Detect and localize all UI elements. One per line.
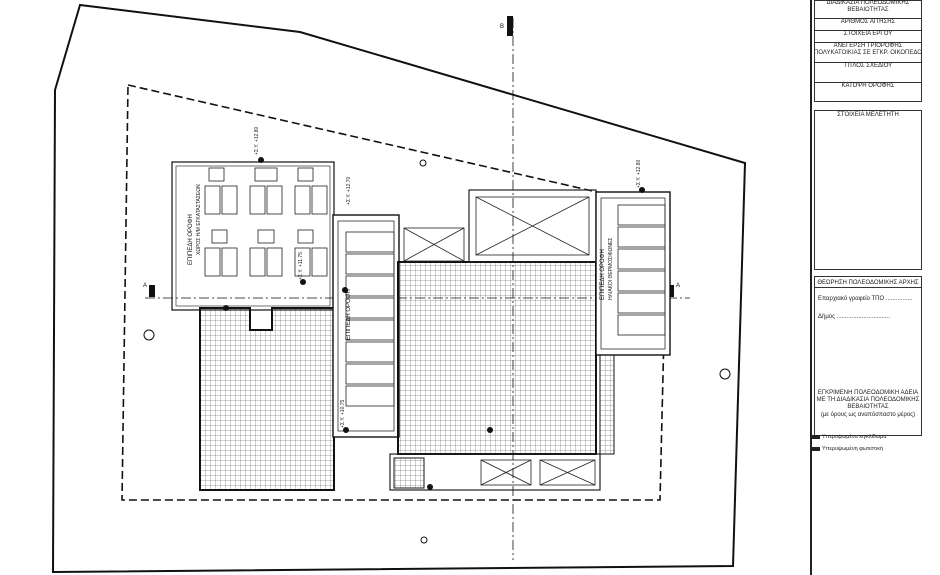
roof-right-sublabel: ΗΛΙΑΚΟΙ ΘΕΡΜΟΣΙΦΩΝΕΣ bbox=[608, 238, 614, 300]
roof-block-right bbox=[595, 191, 671, 356]
solar-heaters bbox=[617, 204, 666, 336]
section-marker-right bbox=[668, 285, 674, 297]
level-label-3: +Σ.Υ. +11.75 bbox=[298, 252, 304, 280]
section-label-left: A bbox=[143, 283, 147, 289]
level-label-4: +Σ.Υ. +10.75 bbox=[340, 399, 346, 428]
municipality-field: Δήμος ................................ bbox=[818, 314, 891, 320]
office-field: Επαρχιακό γραφείο ΤΠΟ ................ bbox=[818, 296, 913, 302]
approval-note: (με όρους ως αναπόσπαστο μέρος) bbox=[820, 412, 916, 418]
approval-label: ΕΓΚΡΙΜΕΝΗ ΠΟΛΕΟΔΟΜΙΚΗ ΑΔΕΙΑ ΜΕ ΤΗ ΔΙΑΔΙΚ… bbox=[816, 390, 920, 410]
level-markers bbox=[223, 157, 645, 490]
drawing-title-value: ΚΑΤΟΨΗ ΟΡΟΦΗΣ bbox=[814, 82, 922, 90]
title-block-top bbox=[814, 0, 922, 102]
axis-circles bbox=[143, 159, 731, 544]
roof-left-sublabel: ΧΩΡΟΣ Η/Μ ΕΓΚΑΤΑΣΤΑΣΕΩΝ bbox=[196, 184, 202, 255]
legend-mark-1 bbox=[812, 434, 820, 439]
legend-item-2: Υπερυψωμένη φωτιστική bbox=[812, 446, 883, 452]
drawing-title-label: ΤΙΤΛΟΣ ΣΧΕΔΙΟΥ bbox=[814, 62, 922, 70]
hvac-units bbox=[204, 167, 328, 277]
building-setback-line bbox=[121, 84, 668, 501]
roof-mid-label: ΕΠΙΠΕΔΗ ΟΡΟΦΗ bbox=[346, 289, 352, 340]
level-label-2: +Σ.Υ. +12.80 bbox=[636, 159, 642, 188]
level-label-5: +Σ.Υ. +12.70 bbox=[346, 176, 352, 205]
legend-label-1: Υπερυψωμένα κιγκλίδωμα bbox=[822, 434, 887, 440]
project-label: ΣΤΟΙΧΕΙΑ ΕΡΓΟΥ bbox=[814, 30, 922, 38]
roof-left-label: ΕΠΙΠΕΔΗ ΟΡΟΦΗ bbox=[188, 214, 194, 265]
dept-label: ΔΙΑΔΙΚΑΣΙΑ ΠΟΛΕΟΔΟΜΙΚΗΣ ΒΕΒΑΙΟΤΗΤΑΣ bbox=[826, 0, 910, 13]
designer-label: ΣΤΟΙΧΕΙΑ ΜΕΛΕΤΗΤΗ bbox=[837, 112, 899, 118]
roof-right-label: ΕΠΙΠΕΔΗ ΟΡΟΦΗ bbox=[600, 249, 606, 300]
title-block-panel: ΔΙΑΔΙΚΑΣΙΑ ΠΟΛΕΟΔΟΜΙΚΗΣ ΒΕΒΑΙΟΤΗΤΑΣ ΑΡΙΘ… bbox=[810, 0, 924, 575]
authority-label: ΘΕΩΡΗΣΗ ΠΟΛΕΟΔΟΜΙΚΗΣ ΑΡΧΗΣ bbox=[814, 280, 922, 288]
hatched-strip-bottom bbox=[393, 457, 425, 489]
section-marker-top bbox=[507, 16, 513, 36]
legend-label-2: Υπερυψωμένη φωτιστική bbox=[822, 446, 883, 452]
legend-mark-2 bbox=[812, 446, 820, 451]
roof-block-left-lower bbox=[199, 307, 335, 491]
authority-box bbox=[814, 276, 922, 436]
section-label-top: B bbox=[500, 24, 504, 30]
project-value: ΑΝΕΓΕΡΣΗ ΤΡΙΟΡΟΦΗΣ ΠΟΛΥΚΑΤΟΙΚΙΑΣ ΣΕ ΕΓΚΡ… bbox=[814, 42, 922, 56]
plot-boundary bbox=[51, 3, 747, 574]
designer-box bbox=[814, 110, 922, 270]
app-no-label: ΑΡΙΘΜΟΣ ΑΙΤΗΣΗΣ bbox=[814, 18, 922, 26]
solar-panels-middle bbox=[345, 231, 395, 407]
roof-plan-drawing: A A B ΕΠΙΠΕΔΗ ΟΡΟΦΗ ΧΩΡΟΣ Η/Μ ΕΓΚΑΤΑΣΤΑΣ… bbox=[51, 3, 747, 574]
level-label-1: +Σ.Υ. +12.80 bbox=[254, 126, 260, 155]
section-marker-left bbox=[149, 285, 155, 297]
roof-block-center bbox=[397, 261, 597, 455]
section-label-right: A bbox=[676, 283, 680, 289]
legend-item-1: Υπερυψωμένα κιγκλίδωμα bbox=[812, 434, 887, 440]
hatched-strip-right bbox=[599, 349, 615, 455]
